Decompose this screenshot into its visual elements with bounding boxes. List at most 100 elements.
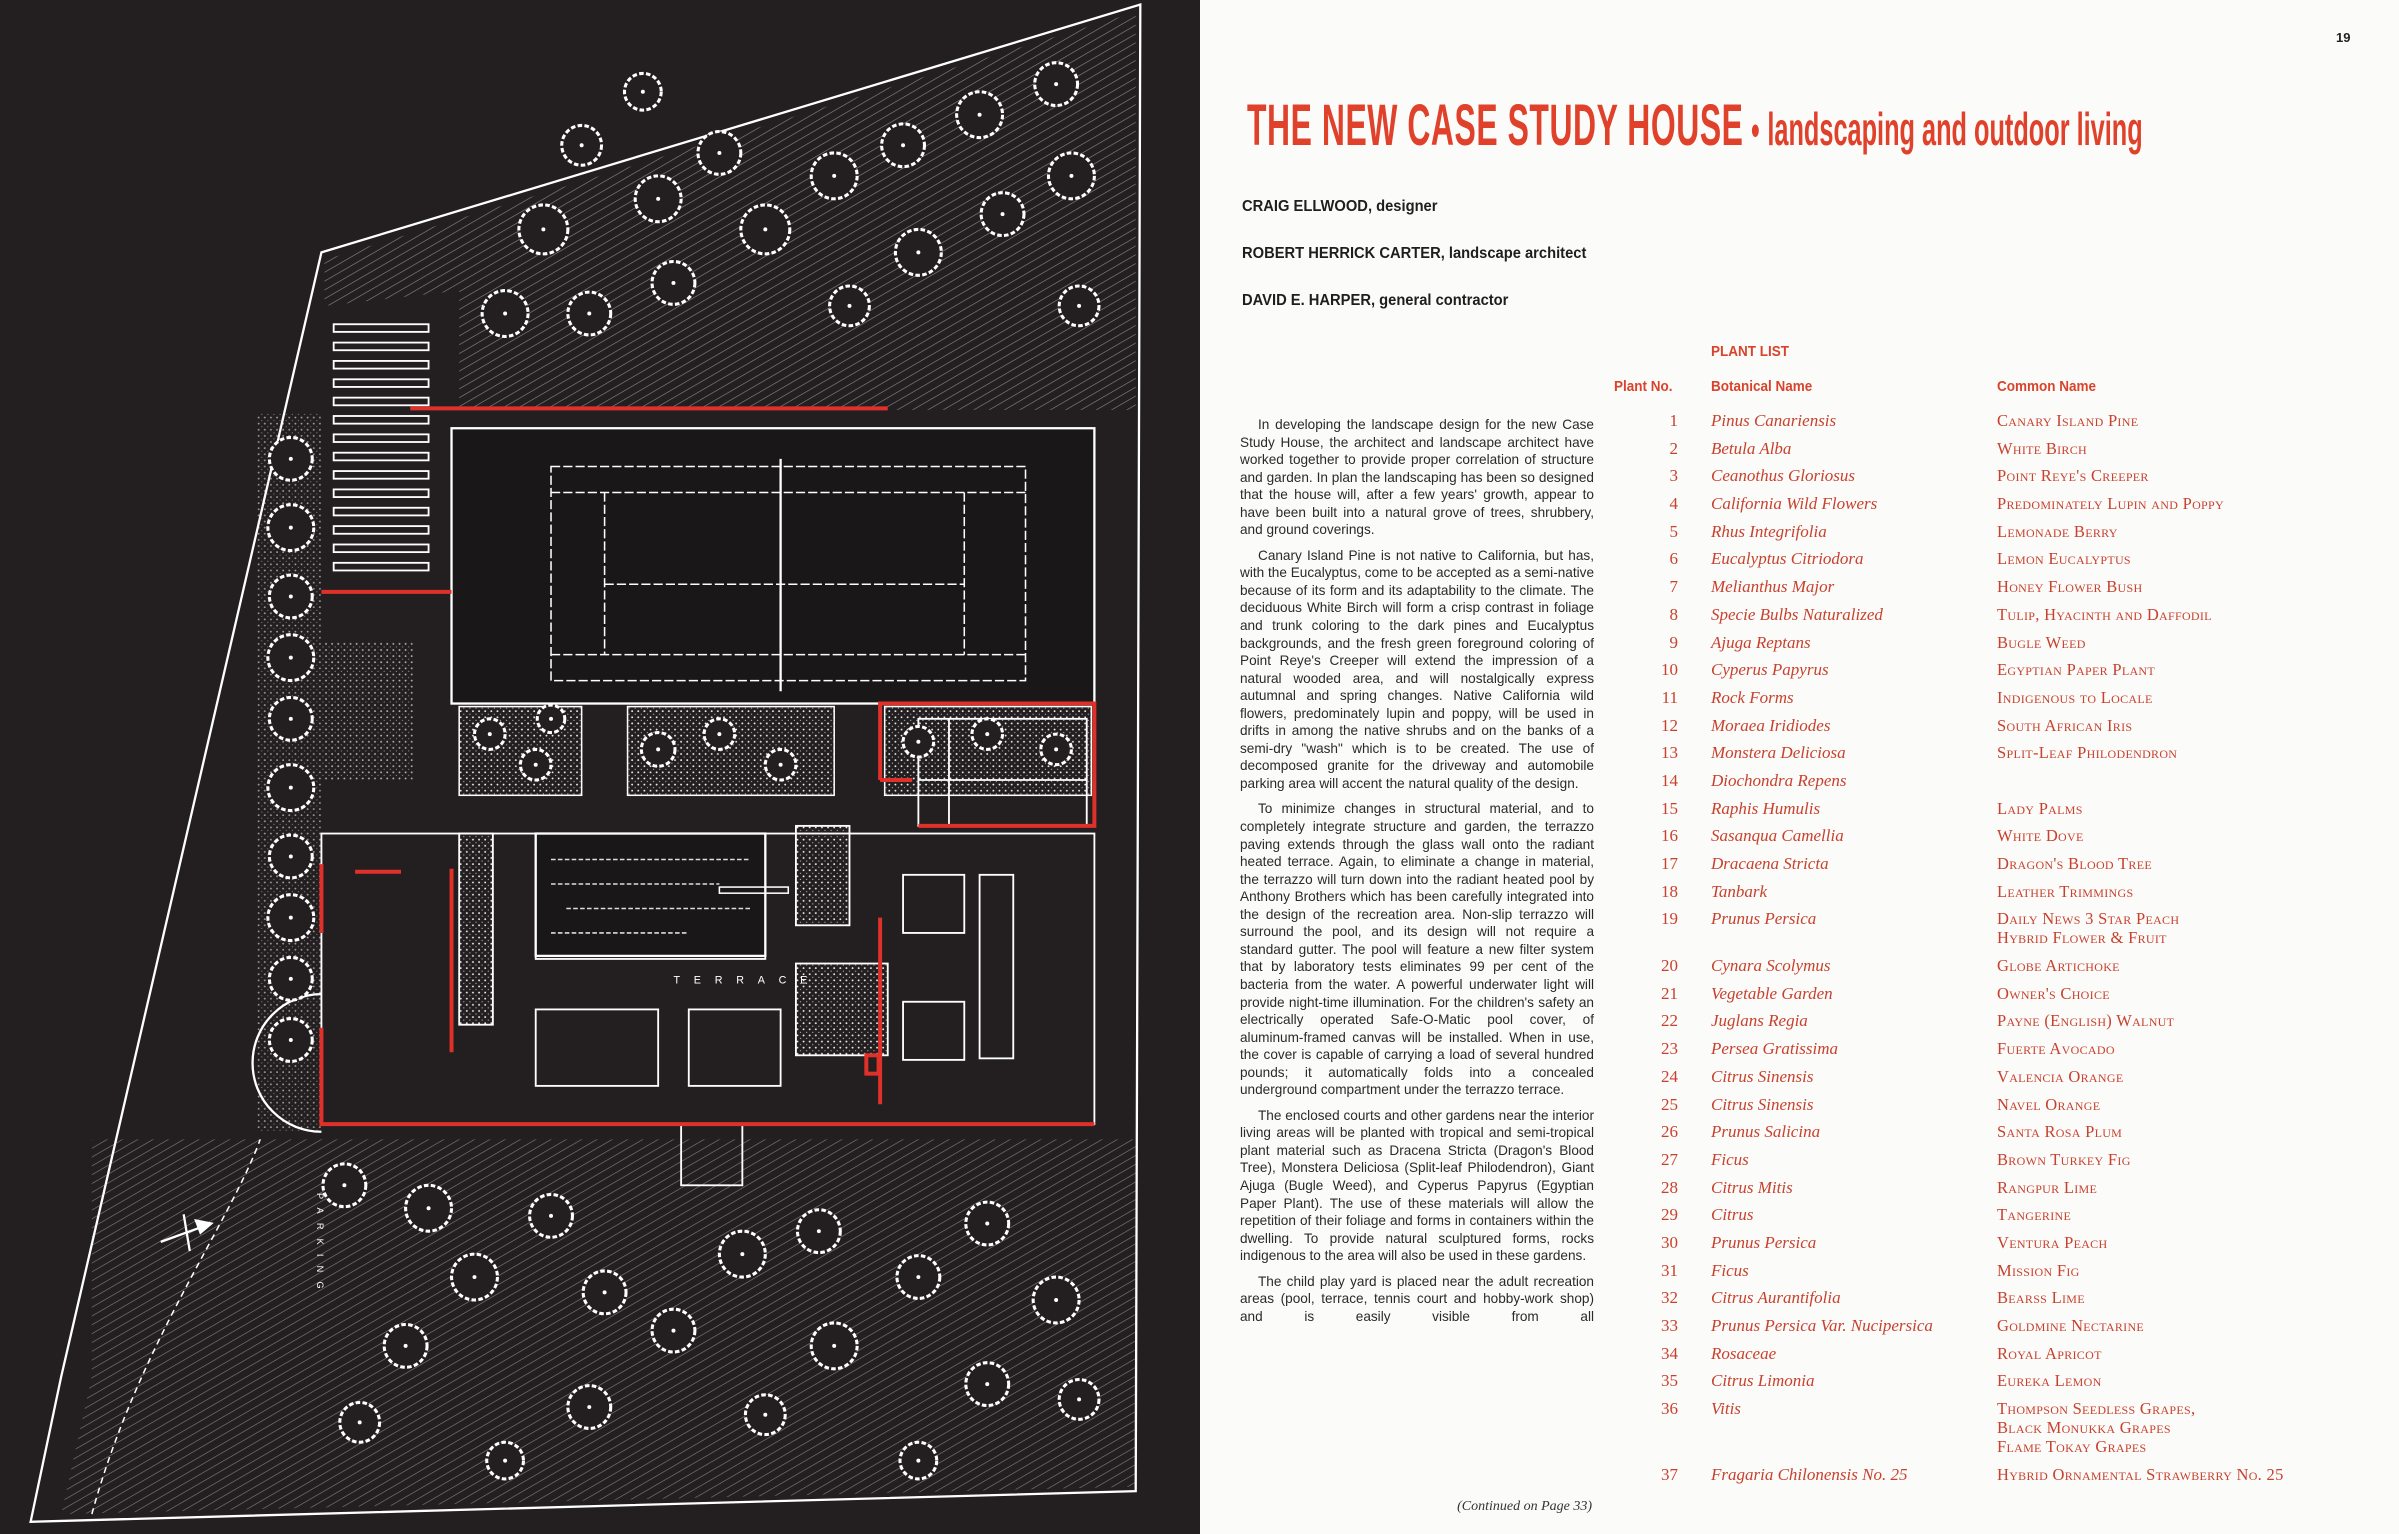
common-name: Point Reye's Creeper (1997, 466, 2360, 485)
botanical-name: Cynara Scolymus (1711, 956, 1831, 976)
tree-symbol-icon (450, 1252, 499, 1302)
common-name: Dragon's Blood Tree (1997, 854, 2360, 873)
common-name-line: Tangerine (1997, 1205, 2072, 1225)
common-name-line: White Dove (1997, 826, 2084, 846)
tree-symbol-icon (472, 717, 507, 751)
tennis-court-area (450, 427, 1096, 705)
common-name-line: South African Iris (1997, 715, 2133, 735)
common-name: Ventura Peach (1997, 1233, 2360, 1252)
tree-symbol-icon (267, 833, 314, 880)
tree-symbol-icon (267, 573, 314, 620)
vegetable-garden-rows (332, 323, 430, 572)
common-name: Thompson Seedless Grapes,Black Monukka G… (1997, 1399, 2360, 1456)
garden-row (332, 506, 430, 517)
botanical-name: Prunus Persica (1711, 1232, 1817, 1252)
tree-symbol-icon (560, 123, 604, 167)
common-name-line: Bugle Weed (1997, 632, 2086, 652)
plan-label-parking: PARKING (315, 1193, 325, 1298)
common-name-line: Canary Island Pine (1997, 411, 2139, 430)
common-name: Eureka Lemon (1997, 1371, 2360, 1390)
article-paragraph: Canary Island Pine is not native to Cali… (1240, 547, 1594, 791)
common-name-line: Royal Apricot (1997, 1343, 2102, 1363)
botanical-name: Sasanqua Camellia (1711, 826, 1844, 846)
page-number: 19 (2336, 30, 2351, 45)
common-name-line: Lemon Eucalyptus (1997, 549, 2131, 569)
credit-name: CRAIG ELLWOOD (1242, 198, 1368, 215)
botanical-name: Ajuga Reptans (1711, 632, 1811, 652)
credit-role: , landscape architect (1440, 245, 1587, 262)
common-name-line: Eureka Lemon (1997, 1371, 2102, 1391)
common-name-line: Daily News 3 Star Peach (1997, 909, 2180, 929)
tree-symbol-icon (518, 747, 553, 782)
botanical-name: Melianthus Major (1711, 577, 1835, 597)
tree-symbol-icon (639, 731, 677, 768)
plant-number: 10 (1661, 660, 1678, 680)
botanical-name: Pinus Canariensis (1711, 411, 1837, 430)
common-name-line: Leather Trimmings (1997, 881, 2134, 901)
common-name (1997, 771, 2360, 790)
plant-number: 8 (1669, 604, 1679, 624)
tree-symbol-icon (267, 695, 314, 742)
plant-number: 33 (1661, 1316, 1678, 1335)
common-name-line: Navel Orange (1997, 1094, 2101, 1114)
credit-role: , designer (1367, 198, 1438, 215)
tree-symbol-icon (404, 1183, 454, 1233)
plant-number: 25 (1661, 1094, 1678, 1114)
common-name-line: Honey Flower Bush (1997, 577, 2143, 597)
plant-number: 13 (1661, 743, 1678, 763)
common-name: White Birch (1997, 439, 2360, 458)
botanical-name: Citrus (1711, 1205, 1754, 1225)
common-name-line: Hybrid Ornamental Strawberry No. 25 (1997, 1464, 2284, 1484)
common-name: Fuerte Avocado (1997, 1039, 2360, 1058)
common-name: Predominately Lupin and Poppy (1997, 494, 2360, 513)
credit-role: , general contractor (1370, 292, 1509, 309)
common-name-line: Black Monukka Grapes (1997, 1418, 2171, 1438)
botanical-name: Juglans Regia (1711, 1011, 1808, 1031)
plant-number: 9 (1669, 632, 1679, 652)
plant-number: 37 (1661, 1464, 1678, 1484)
garden-row (332, 341, 430, 352)
plant-number: 34 (1661, 1343, 1678, 1363)
common-name: Goldmine Nectarine (1997, 1316, 2360, 1335)
tree-symbol-icon (970, 717, 1005, 751)
common-name-line: Lady Palms (1997, 798, 2083, 818)
tree-symbol-icon (809, 151, 859, 201)
botanical-name: Citrus Mitis (1711, 1177, 1793, 1197)
tree-symbol-icon (795, 1208, 842, 1255)
plant-number: 32 (1661, 1288, 1678, 1308)
tree-symbol-icon (964, 1200, 1011, 1247)
credit-name: ROBERT HERRICK CARTER (1242, 245, 1441, 262)
common-name: Lemon Eucalyptus (1997, 549, 2360, 568)
tree-symbol-icon (650, 1307, 697, 1354)
garden-row (332, 543, 430, 554)
common-name: Brown Turkey Fig (1997, 1150, 2360, 1169)
tree-symbol-icon (880, 122, 927, 169)
common-name: Canary Island Pine (1997, 411, 2360, 430)
plant-number: 20 (1661, 956, 1678, 976)
botanical-name: Eucalyptus Citriodora (1711, 549, 1864, 569)
north-arrow-icon (160, 1214, 214, 1252)
common-name-line: Valencia Orange (1997, 1066, 2124, 1086)
botanical-name: Rhus Integrifolia (1711, 521, 1827, 541)
title-bullet: • (1751, 106, 1760, 155)
tennis-court-lines (550, 465, 1027, 682)
credit-landscape-architect: ROBERT HERRICK CARTER, landscape archite… (1242, 245, 1586, 263)
botanical-name: Vegetable Garden (1711, 983, 1833, 1003)
tree-symbols (266, 61, 1101, 1481)
botanical-name: Specie Bulbs Naturalized (1711, 604, 1883, 624)
common-name-line: Brown Turkey Fig (1997, 1149, 2131, 1169)
botanical-name: Moraea Iridiodes (1711, 715, 1831, 735)
